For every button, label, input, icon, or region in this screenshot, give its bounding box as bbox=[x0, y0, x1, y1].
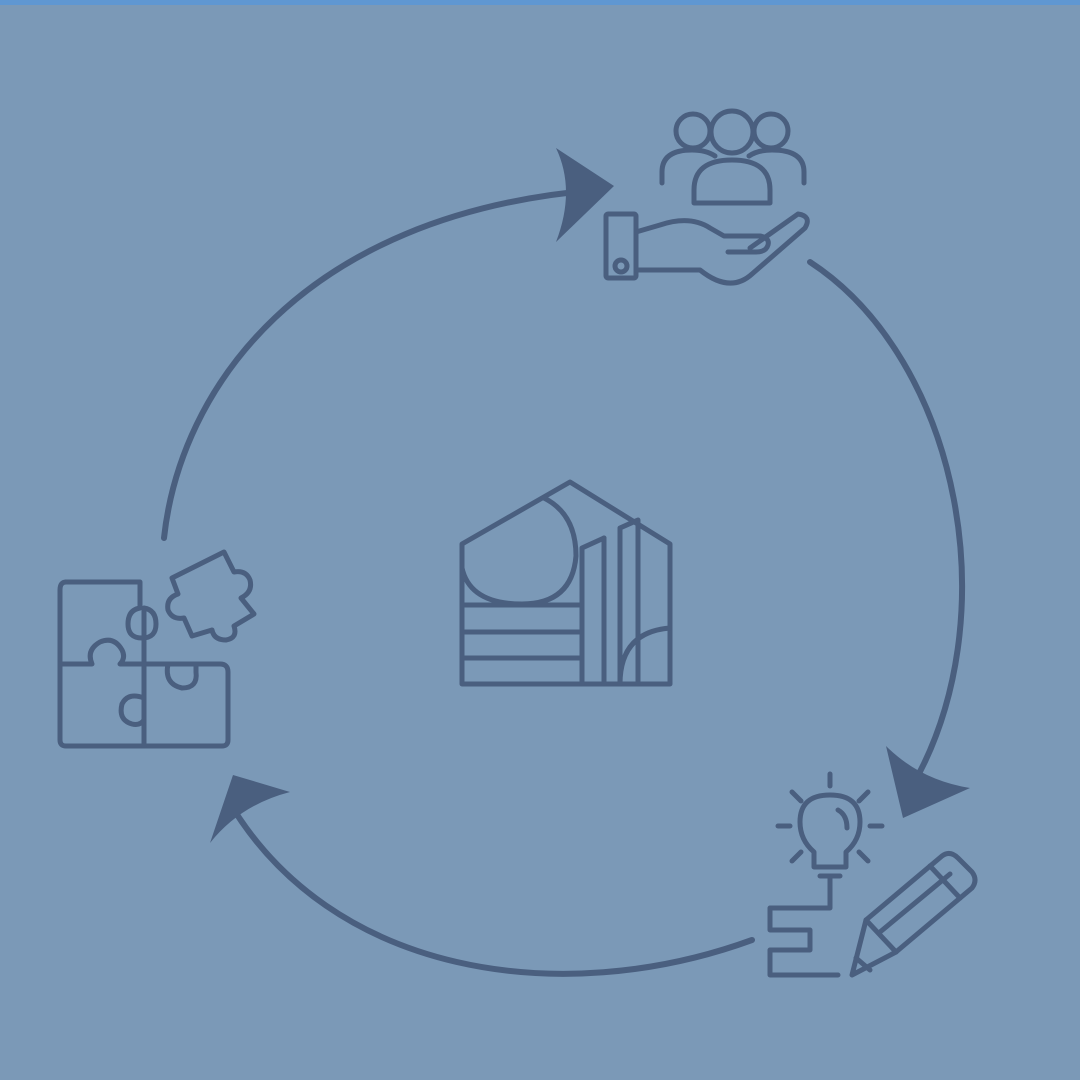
cycle-arrows bbox=[161, 148, 970, 977]
arc-top-to-bottom bbox=[807, 259, 965, 793]
community-hand-icon bbox=[603, 108, 810, 286]
arc-bottom-to-left bbox=[225, 797, 755, 977]
arrowhead-left bbox=[210, 775, 290, 843]
top-accent-strip bbox=[0, 0, 1080, 5]
house-logo-icon bbox=[459, 479, 673, 687]
arc-left-to-top bbox=[161, 187, 598, 541]
idea-pencil-icon bbox=[767, 771, 978, 978]
arrowhead-bottom-right bbox=[886, 746, 970, 818]
puzzle-icon bbox=[57, 549, 257, 749]
arrowhead-top bbox=[556, 148, 614, 242]
